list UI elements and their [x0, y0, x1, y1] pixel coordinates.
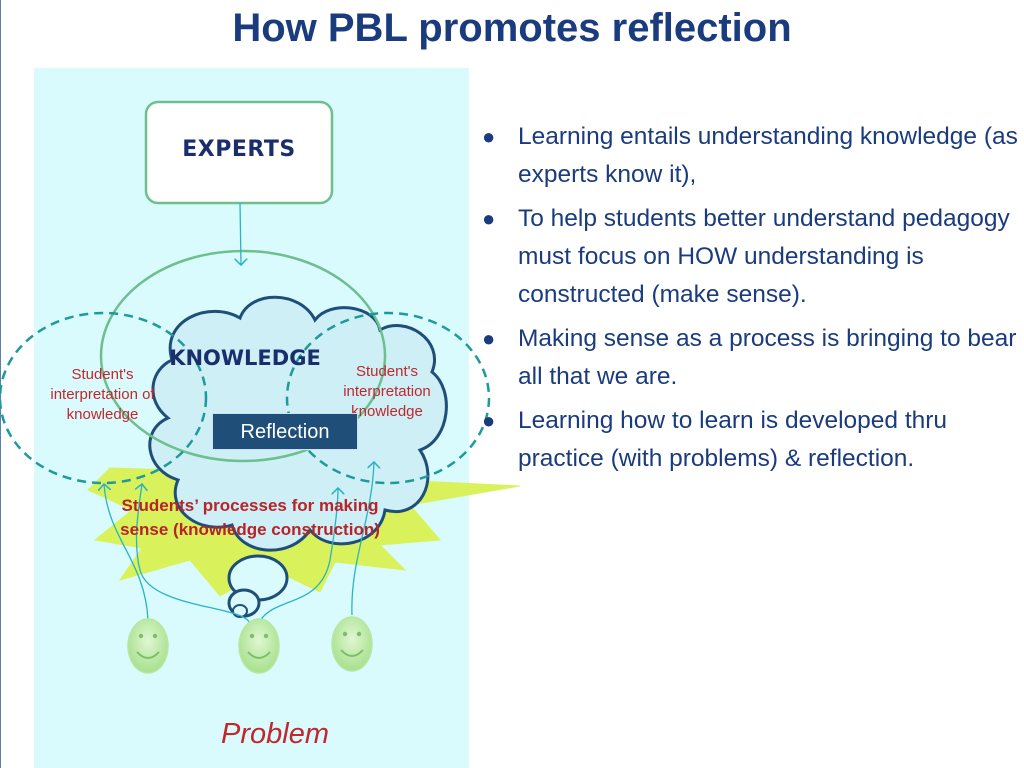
interpretation-circle-right [285, 311, 491, 485]
bullet-text: To help students better understand pedag… [518, 205, 1010, 308]
bullet-list: ● Learning entails understanding knowledg… [478, 118, 1018, 484]
processes-label: Students’ processes for making sense (kn… [120, 496, 380, 539]
bullet-item: ● Learning how to learn is developed thru… [478, 402, 1018, 478]
student-face-icon [331, 616, 373, 672]
bullet-dot-icon: ● [482, 206, 496, 231]
bullet-text: Learning entails understanding knowledge… [518, 123, 1018, 188]
bullet-item: ● To help students better understand peda… [478, 200, 1018, 314]
problem-label: Problem [221, 718, 329, 750]
interpretation-right-label: Student's interpretation knowledge [343, 363, 431, 420]
reflection-box: Reflection [212, 413, 358, 450]
bullet-item: ● Learning entails understanding knowledg… [478, 118, 1018, 194]
knowledge-label: KNOWLEDGE [169, 346, 321, 370]
bullet-dot-icon: ● [482, 408, 496, 433]
slide-title: How PBL promotes reflection [232, 6, 792, 50]
bullet-dot-icon: ● [482, 326, 496, 351]
bullet-item: ● Making sense as a process is bringing t… [478, 320, 1018, 396]
student-face-icon [127, 618, 169, 674]
knowledge-ellipse [99, 249, 387, 463]
experts-to-knowledge-arrow [240, 202, 241, 265]
bullet-text: Making sense as a process is bringing to… [518, 325, 1017, 390]
student-left-arrow [104, 484, 149, 621]
experts-box [144, 100, 334, 205]
experts-label: EXPERTS [182, 137, 296, 162]
student-right-arrow [351, 462, 374, 616]
interpretation-circle-left [0, 311, 208, 485]
interpretation-left-label: Student's interpretation of knowledge [50, 366, 155, 423]
bullet-text: Learning how to learn is developed thru … [518, 407, 948, 472]
student-face-icon [238, 618, 280, 674]
student-middle-arrow [137, 484, 251, 626]
student-middle-arrow-right [257, 488, 338, 626]
bullet-dot-icon: ● [482, 124, 496, 149]
